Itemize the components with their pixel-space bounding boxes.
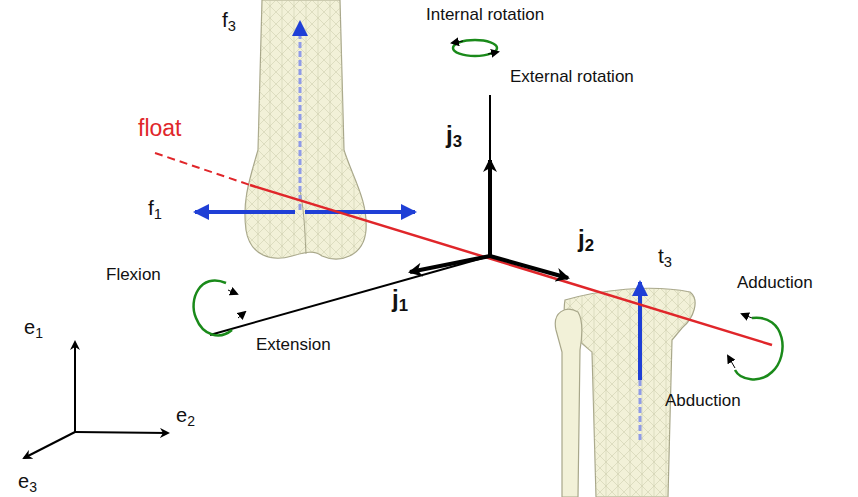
motion-label: Internal rotation xyxy=(426,6,544,25)
axis-label: f3 xyxy=(222,8,236,34)
motion-label: Adduction xyxy=(737,274,813,293)
subscript: 3 xyxy=(29,479,37,495)
axis-label: f1 xyxy=(148,196,162,222)
axis-label: e1 xyxy=(24,316,43,341)
subscript: 1 xyxy=(399,296,408,315)
axis-label: e2 xyxy=(176,404,195,429)
motion-label: Flexion xyxy=(106,266,161,285)
motion-label: External rotation xyxy=(510,68,634,87)
subscript: 3 xyxy=(453,132,462,151)
subscript: 1 xyxy=(35,325,43,341)
axis-label: t3 xyxy=(658,244,672,270)
axis-label: j3 xyxy=(446,122,462,152)
subscript: 2 xyxy=(187,413,195,429)
subscript: 2 xyxy=(585,236,594,255)
subscript: 1 xyxy=(154,206,162,222)
subscript: 3 xyxy=(228,18,236,34)
motion-label: Abduction xyxy=(665,392,741,411)
motion-label: Extension xyxy=(256,336,331,355)
subscript: 3 xyxy=(664,254,672,270)
axis-label: j2 xyxy=(578,226,594,256)
axis-label: e3 xyxy=(18,470,37,495)
axis-label: float xyxy=(138,116,181,141)
axis-label: j1 xyxy=(392,286,408,316)
